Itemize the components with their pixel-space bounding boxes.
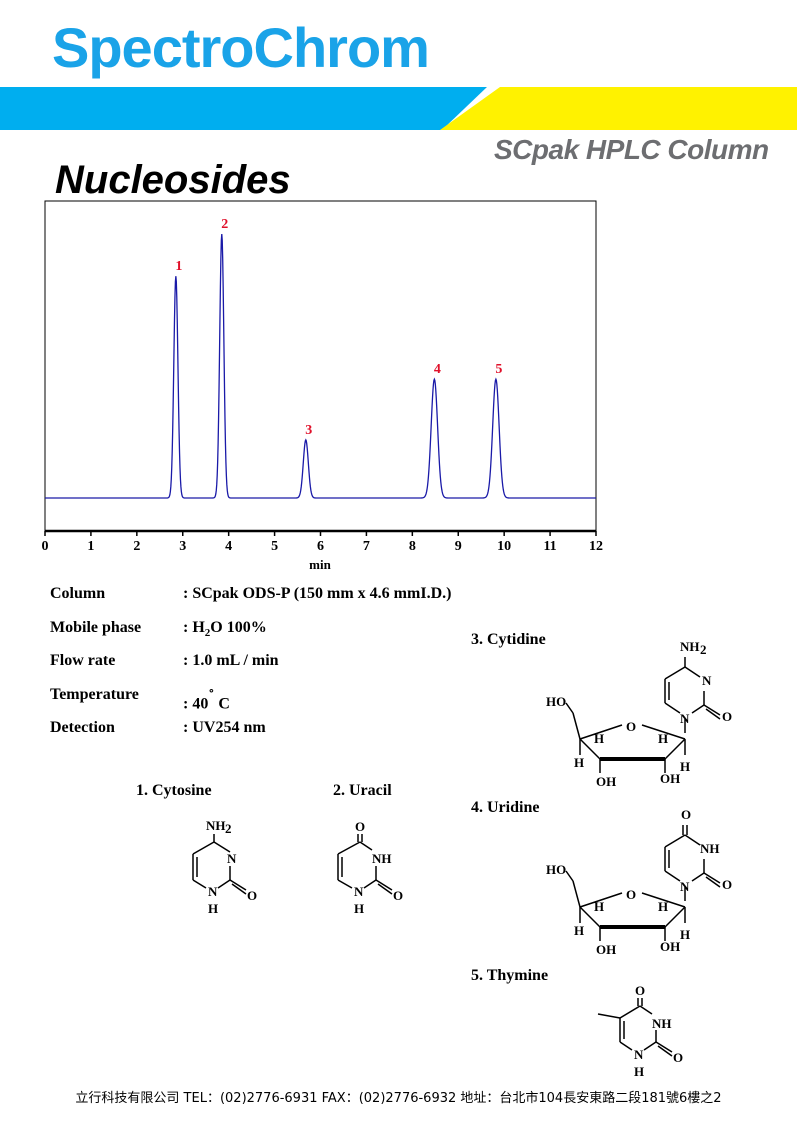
svg-text:H: H — [594, 899, 604, 914]
page-title: Nucleosides — [55, 158, 291, 202]
banner-yellow — [440, 87, 797, 130]
svg-text:OH: OH — [596, 774, 616, 789]
condition-label: Column — [50, 585, 106, 602]
condition-value: : SCpak ODS-P (150 mm x 4.6 mmI.D.) — [183, 585, 452, 602]
compound-title-uridine: 4. Uridine — [471, 799, 540, 816]
plot-frame — [44, 200, 597, 532]
condition-label: Detection — [50, 719, 115, 736]
peak-label-2: 2 — [221, 217, 228, 232]
structure-uridine: O NH O N O HO H H H H OH OH — [546, 807, 732, 957]
svg-text:H: H — [658, 899, 668, 914]
svg-text:N: N — [354, 884, 364, 899]
svg-text:O: O — [681, 807, 691, 822]
structure-thymine: O NH O N H — [597, 983, 683, 1079]
condition-label: Temperature — [50, 686, 139, 703]
svg-text:H: H — [634, 1064, 644, 1079]
svg-text:N: N — [208, 884, 218, 899]
product-name: SCpak HPLC Column — [494, 134, 769, 165]
svg-text:H: H — [354, 901, 364, 916]
structure-uracil: O NH O N H — [337, 819, 403, 916]
x-tick-label-9: 9 — [455, 539, 462, 554]
svg-text:O: O — [247, 888, 257, 903]
svg-text:HO: HO — [546, 862, 566, 877]
svg-text:N: N — [227, 851, 237, 866]
x-tick-label-1: 1 — [87, 539, 94, 554]
svg-text:NH: NH — [652, 1016, 672, 1031]
svg-text:O: O — [626, 719, 636, 734]
svg-text:O: O — [626, 887, 636, 902]
svg-text:O: O — [673, 1050, 683, 1065]
svg-text:O: O — [722, 709, 732, 724]
x-tick-label-4: 4 — [225, 539, 232, 554]
svg-text:O: O — [722, 877, 732, 892]
x-tick-label-10: 10 — [497, 539, 511, 554]
svg-text:O: O — [355, 819, 365, 834]
svg-text:N: N — [634, 1047, 644, 1062]
condition-value: : H2O 100% — [183, 619, 267, 640]
footer-contact: 立行科技有限公司 TEL：(02)2776-6931 FAX：(02)2776-… — [75, 1091, 722, 1106]
svg-text:OH: OH — [660, 771, 680, 786]
condition-value: : UV254 nm — [183, 719, 266, 736]
svg-text:OH: OH — [660, 939, 680, 954]
peak-label-4: 4 — [434, 362, 441, 377]
compound-title-cytosine: 1. Cytosine — [136, 782, 212, 799]
svg-text:OH: OH — [596, 942, 616, 957]
brand-logo: SpectroChrom — [52, 16, 430, 79]
x-tick-label-6: 6 — [317, 539, 324, 554]
x-tick-label-11: 11 — [543, 539, 556, 554]
condition-value: : 1.0 mL / min — [183, 652, 279, 669]
x-tick-label-2: 2 — [133, 539, 140, 554]
compound-title-uracil: 2. Uracil — [333, 782, 392, 799]
x-tick-label-8: 8 — [409, 539, 416, 554]
svg-text:NH: NH — [700, 841, 720, 856]
header-banner — [0, 87, 797, 130]
x-tick-label-7: 7 — [363, 539, 370, 554]
chromatogram-trace — [45, 233, 596, 499]
condition-label: Mobile phase — [50, 619, 142, 636]
svg-text:N: N — [680, 879, 690, 894]
svg-text:NH: NH — [206, 818, 226, 833]
compound-title-thymine: 5. Thymine — [471, 967, 549, 984]
svg-text:NH: NH — [372, 851, 392, 866]
peak-label-5: 5 — [495, 362, 502, 377]
x-axis-label: min — [309, 557, 331, 572]
svg-text:H: H — [680, 759, 690, 774]
svg-text:H: H — [658, 731, 668, 746]
svg-text:O: O — [635, 983, 645, 998]
x-tick-label-5: 5 — [271, 539, 278, 554]
svg-text:N: N — [702, 673, 712, 688]
svg-text:HO: HO — [546, 694, 566, 709]
condition-value: : 40˚ C — [183, 686, 230, 713]
svg-text:H: H — [574, 755, 584, 770]
banner-blue — [0, 87, 487, 130]
condition-label: Flow rate — [50, 652, 116, 669]
svg-text:2: 2 — [225, 821, 232, 836]
peak-label-3: 3 — [305, 423, 312, 438]
svg-text:H: H — [208, 901, 218, 916]
svg-text:NH: NH — [680, 639, 700, 654]
compound-title-cytidine: 3. Cytidine — [471, 631, 546, 648]
x-tick-label-12: 12 — [589, 539, 603, 554]
peak-label-1: 1 — [175, 259, 182, 274]
svg-text:H: H — [680, 927, 690, 942]
svg-text:O: O — [393, 888, 403, 903]
svg-text:H: H — [594, 731, 604, 746]
svg-text:H: H — [574, 923, 584, 938]
svg-text:2: 2 — [700, 642, 707, 657]
x-tick-label-3: 3 — [179, 539, 186, 554]
x-tick-label-0: 0 — [42, 539, 49, 554]
svg-text:N: N — [680, 711, 690, 726]
